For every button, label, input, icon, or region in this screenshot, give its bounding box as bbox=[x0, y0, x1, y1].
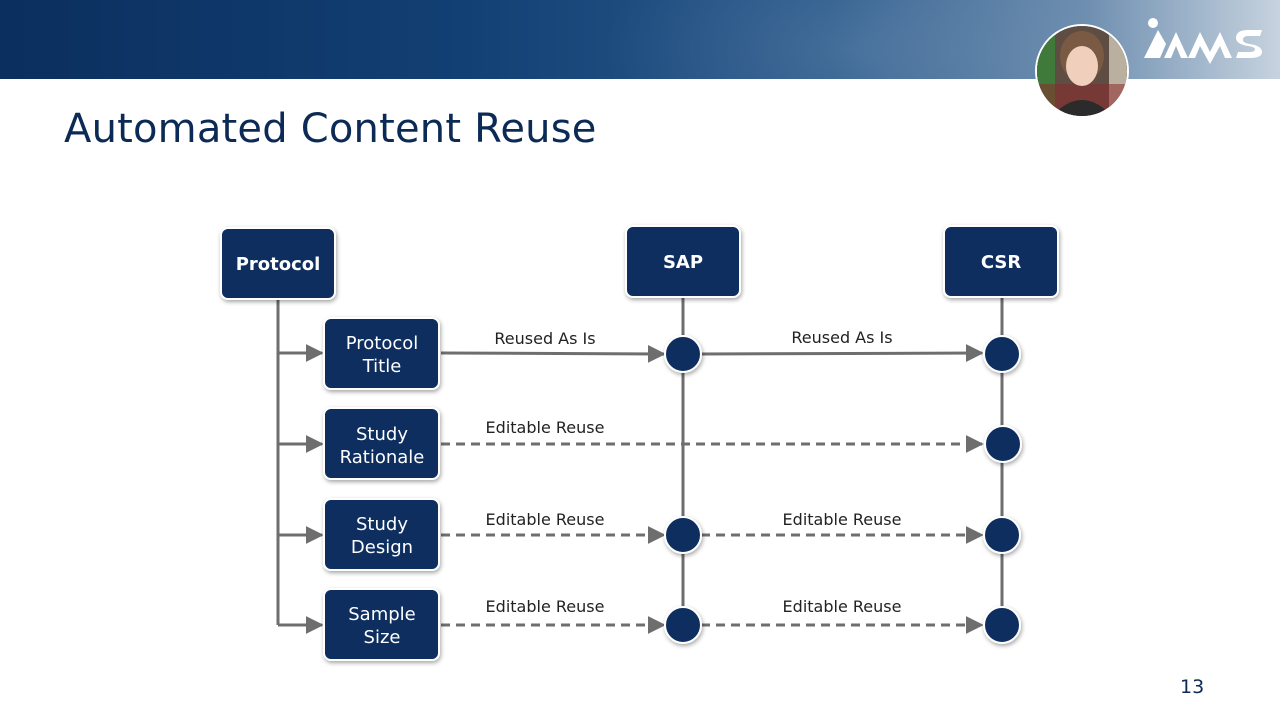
item-study-design-line1: Study bbox=[356, 514, 408, 535]
label-design-to-sap: Editable Reuse bbox=[486, 510, 605, 529]
item-study-rationale-line2: Rationale bbox=[340, 447, 425, 468]
sap-header-box: SAP bbox=[625, 225, 741, 298]
item-box-sample-size: Sample Size bbox=[323, 588, 440, 661]
edge-sap-to-csr-title bbox=[700, 344, 984, 363]
sap-header-label: SAP bbox=[663, 252, 703, 273]
csr-node-design bbox=[983, 516, 1021, 554]
csr-node-size bbox=[983, 606, 1021, 644]
edge-title-to-sap bbox=[440, 344, 666, 363]
label-sap-to-csr-title: Reused As Is bbox=[791, 328, 892, 347]
item-sample-size-line1: Sample bbox=[348, 604, 416, 625]
csr-header-box: CSR bbox=[943, 225, 1059, 298]
sap-node-design bbox=[664, 516, 702, 554]
csr-node-rationale bbox=[984, 425, 1022, 463]
sap-node-size bbox=[664, 606, 702, 644]
page-title: Automated Content Reuse bbox=[64, 106, 597, 152]
label-size-to-sap: Editable Reuse bbox=[486, 597, 605, 616]
protocol-header-label: Protocol bbox=[236, 254, 321, 275]
page-number: 13 bbox=[1180, 676, 1205, 698]
item-box-protocol-title: Protocol Title bbox=[323, 317, 440, 390]
label-sap-to-csr-size: Editable Reuse bbox=[783, 597, 902, 616]
label-rationale-to-csr: Editable Reuse bbox=[486, 418, 605, 437]
item-protocol-title-line1: Protocol bbox=[346, 333, 419, 354]
sap-node-title bbox=[664, 335, 702, 373]
item-box-study-design: Study Design bbox=[323, 498, 440, 571]
item-study-rationale-line1: Study bbox=[356, 424, 408, 445]
item-box-study-rationale: Study Rationale bbox=[323, 407, 440, 480]
amws-logo bbox=[1144, 18, 1262, 64]
protocol-header-box: Protocol bbox=[220, 227, 336, 300]
label-sap-to-csr-design: Editable Reuse bbox=[783, 510, 902, 529]
item-study-design-line2: Design bbox=[351, 537, 413, 558]
item-protocol-title-line2: Title bbox=[362, 356, 402, 377]
csr-node-title bbox=[983, 335, 1021, 373]
item-sample-size-line2: Size bbox=[364, 627, 401, 648]
csr-header-label: CSR bbox=[981, 252, 1022, 273]
label-title-to-sap: Reused As Is bbox=[494, 329, 595, 348]
